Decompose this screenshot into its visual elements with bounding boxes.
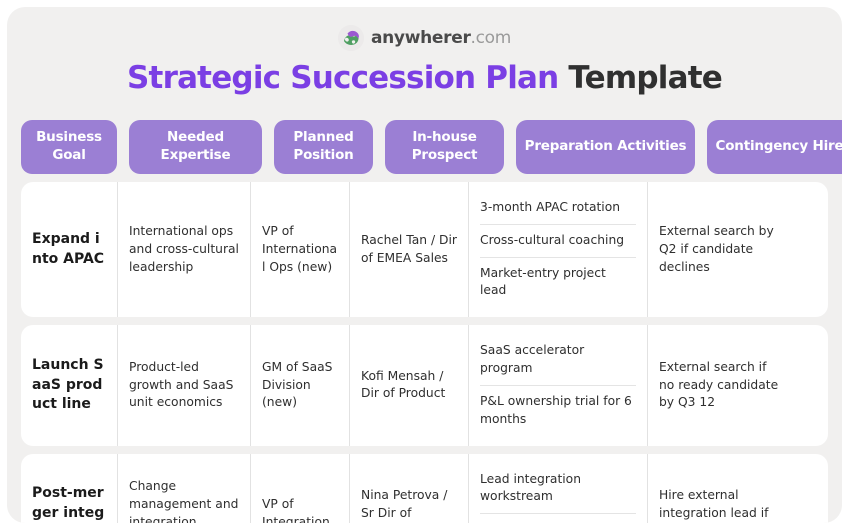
activity-item: Cross-cultural coaching	[480, 223, 636, 257]
cell-planned-position: VP of International Ops (new)	[250, 182, 349, 318]
cell-preparation-activities: 3-month APAC rotation Cross-cultural coa…	[468, 182, 647, 318]
page-title-plain: Template	[558, 60, 722, 96]
column-header-in-house-prospect: In-house Prospect	[385, 120, 504, 174]
brand-name-light: .com	[470, 27, 512, 48]
activity-item: 3-month APAC rotation	[480, 200, 621, 214]
column-header-planned-position: Planned Position	[274, 120, 373, 174]
brand-header: anywherer.com	[7, 25, 842, 51]
brand-name-strong: anywherer	[370, 27, 471, 48]
cell-in-house-prospect: Kofi Mensah / Dir of Product	[349, 325, 468, 446]
cell-business-goal: Post-merger integration	[32, 485, 105, 521]
template-page-card: anywherer.com Strategic Succession Plan …	[7, 7, 842, 523]
activity-list: Lead integration workstream Executive co…	[480, 464, 636, 523]
page-title: Strategic Succession Plan Template	[7, 59, 842, 98]
column-header-needed-expertise: Needed Expertise	[129, 120, 262, 174]
page-title-accent: Strategic Succession Plan	[127, 60, 559, 96]
table-header-row: Business Goal Needed Expertise Planned P…	[21, 120, 842, 174]
activity-item: SaaS accelerator program	[480, 343, 585, 376]
cell-planned-position: VP of Integration	[250, 453, 349, 523]
cell-business-goal: Expand into APAC	[32, 231, 105, 267]
column-header-business-goal: Business Goal	[21, 120, 117, 174]
activity-item: P&L ownership trial for 6 months	[480, 384, 636, 436]
table-row[interactable]: Expand into APAC International ops and c…	[21, 182, 828, 318]
cell-business-goal: Launch SaaS product line	[32, 357, 104, 413]
activity-list: 3-month APAC rotation Cross-cultural coa…	[480, 192, 636, 307]
column-header-contingency-hire: Contingency Hire	[707, 120, 842, 174]
cell-preparation-activities: SaaS accelerator program P&L ownership t…	[468, 325, 647, 446]
activity-item: Executive coaching on change leadership	[480, 513, 636, 523]
cell-in-house-prospect: Nina Petrova / Sr Dir of Operations	[349, 453, 468, 523]
column-header-preparation-activities: Preparation Activities	[516, 120, 695, 174]
cell-contingency-hire: Hire external integration lead if deal c…	[647, 453, 792, 523]
activity-item: Lead integration workstream	[480, 471, 581, 504]
cell-needed-expertise: Product-led growth and SaaS unit economi…	[117, 325, 250, 446]
cell-contingency-hire: External search by Q2 if candidate decli…	[647, 182, 792, 318]
cell-needed-expertise: Change management and integration playbo…	[117, 453, 250, 523]
globe-logo-icon	[337, 25, 364, 51]
cell-in-house-prospect: Rachel Tan / Dir of EMEA Sales	[349, 182, 468, 318]
activity-list: SaaS accelerator program P&L ownership t…	[480, 335, 636, 435]
cell-needed-expertise: International ops and cross-cultural lea…	[117, 182, 250, 318]
cell-preparation-activities: Lead integration workstream Executive co…	[468, 453, 647, 523]
succession-plan-table: Business Goal Needed Expertise Planned P…	[21, 120, 842, 523]
brand-name: anywherer.com	[370, 27, 512, 48]
table-row[interactable]: Post-merger integration Change managemen…	[21, 453, 828, 523]
table-row[interactable]: Launch SaaS product line Product-led gro…	[21, 325, 828, 446]
activity-item: Market-entry project lead	[480, 256, 636, 308]
cell-planned-position: GM of SaaS Division (new)	[250, 325, 349, 446]
cell-contingency-hire: External search if no ready candidate by…	[647, 325, 792, 446]
